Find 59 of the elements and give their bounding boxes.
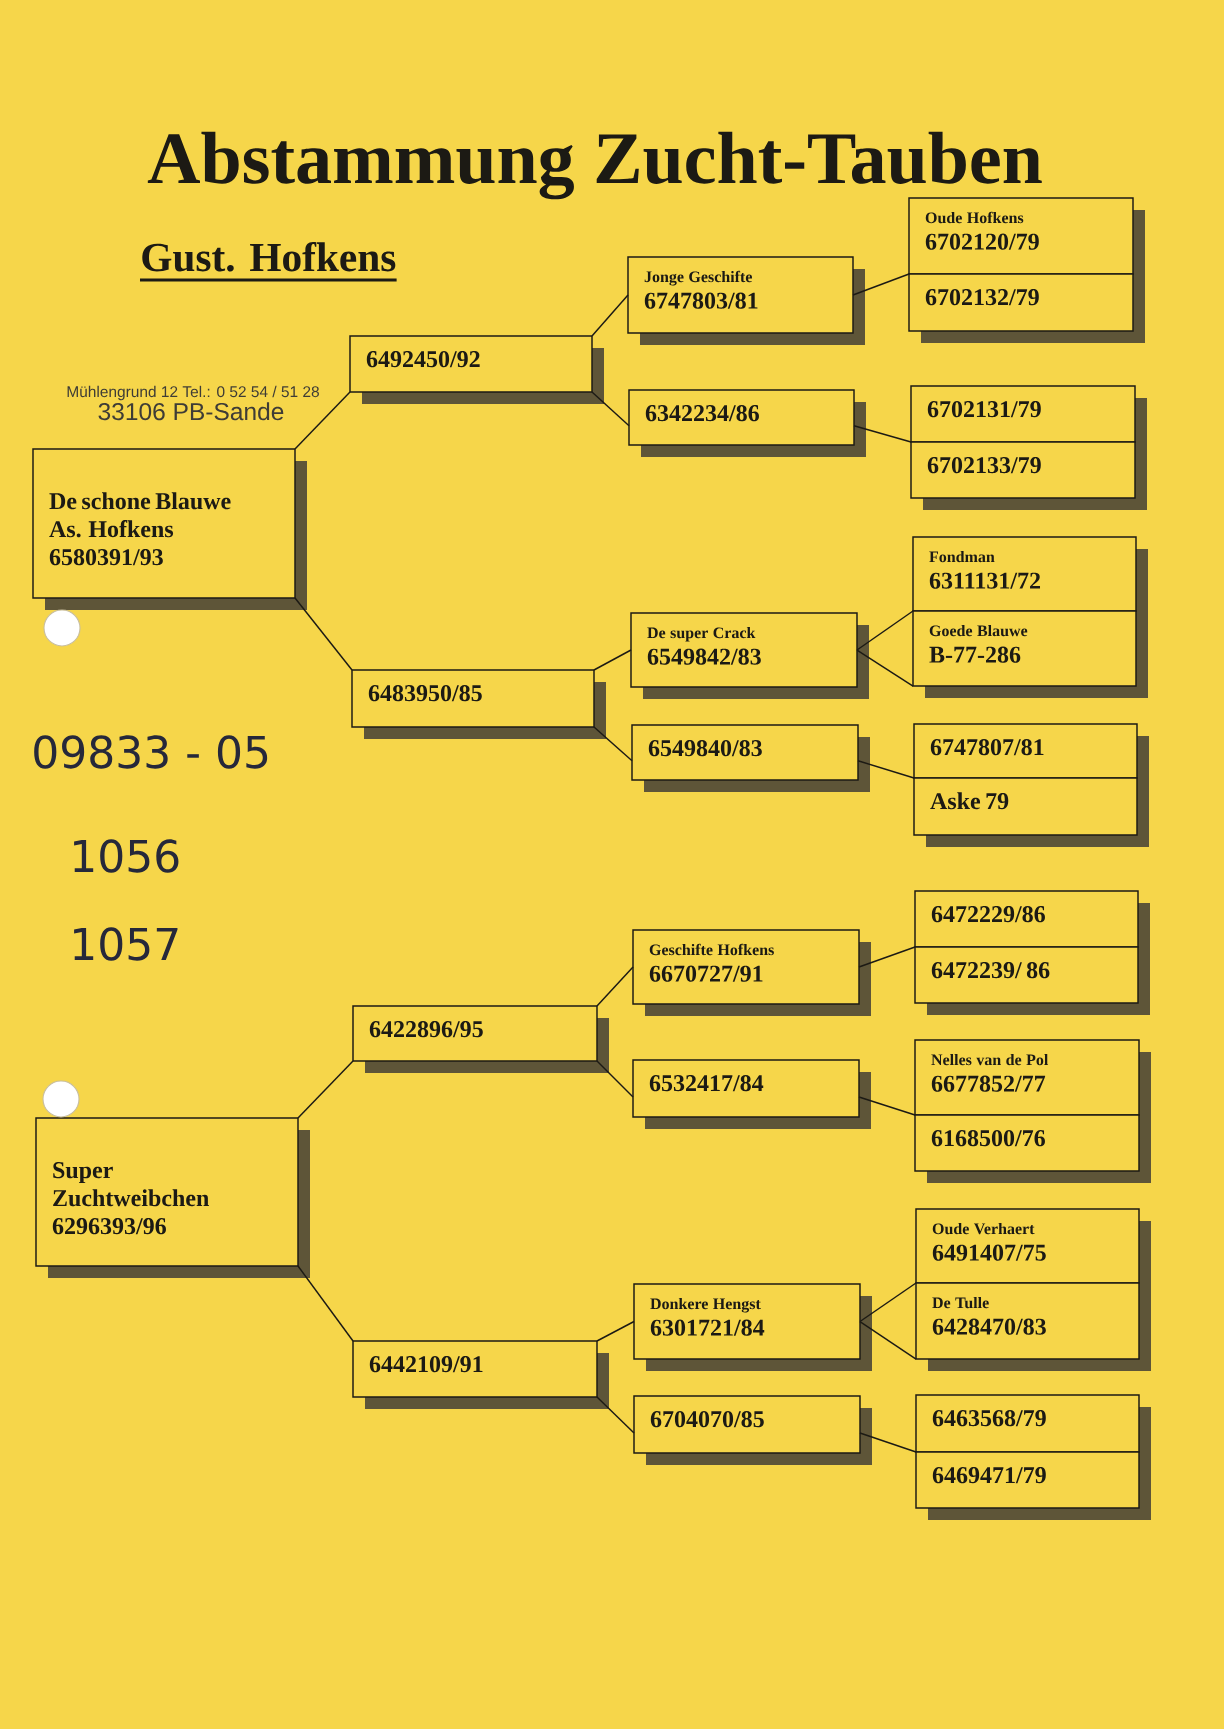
- connector-line: [294, 597, 353, 671]
- pedigree-box: Super Zuchtweibchen 6296393/96: [35, 1117, 310, 1278]
- handwritten-note: 1056: [74, 839, 179, 873]
- connector-line: [596, 1396, 635, 1434]
- pedigree-box: Aske 79: [913, 777, 1149, 847]
- pedigree-box: Donkere Hengst 6301721/84: [633, 1283, 872, 1371]
- pedigree-box: 6422896/95: [352, 1005, 609, 1073]
- subheading: Gust. Hofkens: [140, 241, 397, 282]
- pedigree-box: 6342234/86: [628, 389, 866, 457]
- handwritten-note: 09833 - 05: [34, 735, 268, 769]
- pedigree-box: Jonge Geschifte 6747803/81: [627, 256, 865, 345]
- connector-line: [297, 1265, 354, 1342]
- pedigree-box: De Tulle 6428470/83: [915, 1282, 1151, 1371]
- pedigree-box: De schone Blauwe As. Hofkens 6580391/93: [32, 448, 307, 610]
- connector-line: [857, 760, 915, 779]
- pedigree-box: 6532417/84: [632, 1059, 871, 1129]
- connector-line: [297, 1060, 354, 1119]
- connector-line: [858, 1096, 916, 1116]
- pedigree-box: 6702133/79: [910, 441, 1147, 510]
- pedigree-box: 6702132/79: [908, 273, 1145, 343]
- pedigree-box: 6704070/85: [633, 1395, 872, 1465]
- pedigree-box: Nelles van de Pol 6677852/77: [914, 1039, 1151, 1127]
- connector-line: [852, 273, 910, 296]
- connector-line: [593, 726, 633, 762]
- pedigree-box: 6549840/83: [631, 724, 870, 792]
- address-text: Mühlengrund 12 Tel.: 0 52 54 / 51 28: [67, 385, 319, 401]
- pedigree-box: 6442109/91: [352, 1340, 609, 1409]
- pedigree-box: 6702131/79: [910, 385, 1147, 454]
- connector-line: [596, 1060, 634, 1098]
- handwritten-note: 1057: [74, 927, 178, 961]
- title: Abstammung Zucht-Tauben: [147, 131, 1042, 200]
- connector-line: [856, 610, 914, 651]
- connector-line: [591, 391, 630, 427]
- pedigree-box: Fondman 6311131/72: [912, 536, 1148, 623]
- pedigree-box: 6469471/79: [915, 1451, 1151, 1520]
- pedigree-box: Geschifte Hofkens 6670727/91: [632, 929, 871, 1016]
- pedigree-box: 6483950/85: [351, 669, 606, 739]
- pedigree-box: 6472239/ 86: [914, 946, 1150, 1015]
- connector-line: [591, 294, 629, 337]
- pedigree-box: De super Crack 6549842/83: [630, 612, 869, 699]
- pedigree-box: Goede Blauwe B-77-286: [912, 610, 1148, 698]
- connector-line: [859, 1432, 917, 1453]
- pedigree-box: 6472229/86: [914, 890, 1150, 959]
- connector-line: [596, 966, 634, 1007]
- connector-line: [853, 425, 912, 443]
- pedigree-box: Oude Verhaert 6491407/75: [915, 1208, 1151, 1295]
- connector-line: [856, 649, 914, 687]
- pedigree-box: Oude Hofkens 6702120/79: [908, 197, 1145, 286]
- pedigree-box: 6747807/81: [913, 723, 1149, 790]
- connector-line: [593, 649, 632, 671]
- connector-line: [859, 1320, 917, 1360]
- connector-line: [859, 1282, 917, 1323]
- connector-line: [858, 946, 916, 968]
- pedigree-box: 6492450/92: [349, 335, 604, 404]
- connector-line: [294, 391, 351, 450]
- address-text: 33106 PB-Sande: [98, 402, 284, 421]
- pedigree-box: 6168500/76: [914, 1114, 1151, 1183]
- pedigree-box: 6463568/79: [915, 1394, 1151, 1464]
- connector-line: [596, 1320, 635, 1342]
